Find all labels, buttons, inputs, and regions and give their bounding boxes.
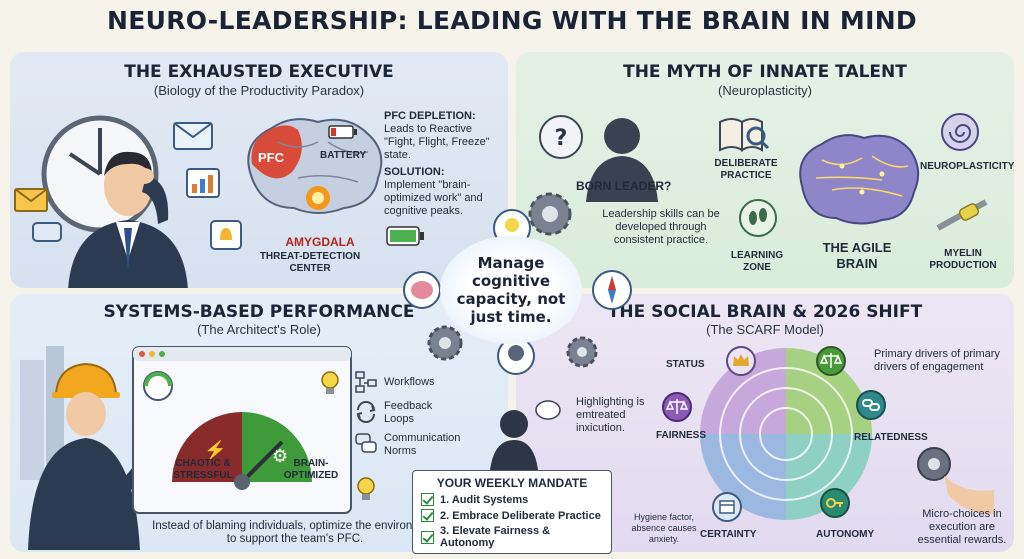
page-title: NEURO-LEADERSHIP: LEADING WITH THE BRAIN…	[107, 6, 917, 35]
panel4-subtitle: (The SCARF Model)	[706, 322, 824, 337]
depletion-heading: PFC DEPLETION:	[384, 110, 476, 122]
solution-heading: SOLUTION:	[384, 166, 445, 178]
pfc-label: PFC	[258, 150, 284, 165]
mandate-item: 3. Elevate Fairness & Autonomy	[421, 525, 603, 549]
panel-innate-talent: THE MYTH OF INNATE TALENT (Neuroplastici…	[516, 52, 1014, 288]
born-leader-label: BORN LEADER?	[576, 179, 672, 193]
gear-icon	[528, 192, 572, 236]
question-bubble-icon: ?	[539, 115, 583, 159]
neuroplasticity-icon	[941, 113, 979, 151]
communication-label: Communication Norms	[384, 432, 461, 457]
relatedness-label: RELATEDNESS	[854, 432, 928, 443]
panel3-title: SYSTEMS-BASED PERFORMANCE	[103, 302, 415, 322]
panel-social-brain: THE SOCIAL BRAIN & 2026 SHIFT (The SCARF…	[516, 294, 1014, 552]
lightbulb-icon	[321, 371, 339, 394]
checkbox-icon	[421, 493, 434, 506]
panel-exhausted-executive: THE EXHAUSTED EXECUTIVE (Biology of the …	[10, 52, 508, 288]
pink-brain-icon	[403, 271, 441, 309]
checkbox-icon	[421, 530, 434, 544]
leader-text: Leadership skills can be developed throu…	[602, 208, 720, 246]
full-battery-icon	[386, 226, 424, 246]
autonomy-label: AUTONOMY	[816, 529, 875, 540]
dashboard-window: ⚡ ⚙	[132, 346, 352, 514]
amygdala-description: THREAT-DETECTION CENTER	[259, 251, 361, 274]
feedback-label: Feedback Loops	[384, 400, 433, 425]
deliberate-practice-label: DELIBERATE PRACTICE	[714, 158, 778, 181]
gear-hand-icon	[917, 447, 994, 514]
scales-icon	[816, 346, 846, 376]
systems-bottom-text: Instead of blaming individuals, optimize…	[152, 520, 438, 545]
fairness-scales-icon	[662, 392, 692, 422]
bell-icon	[210, 220, 242, 250]
svg-text:?: ?	[555, 126, 568, 151]
workflow-icon	[355, 371, 377, 393]
panel4-title: THE SOCIAL BRAIN & 2026 SHIFT	[607, 302, 923, 322]
book-magnifier-icon	[719, 118, 770, 152]
optimized-label: BRAIN-OPTIMIZED	[283, 458, 339, 481]
silhouette-icon	[586, 118, 658, 202]
mandate-title: YOUR WEEKLY MANDATE	[436, 476, 588, 490]
agile-brain-label: THE AGILE BRAIN	[822, 240, 892, 271]
person-silhouette	[490, 400, 561, 470]
gear-icon-2	[427, 325, 463, 361]
panel2-subtitle: (Neuroplasticity)	[718, 83, 812, 98]
compass-icon	[592, 270, 632, 310]
hygiene-text: Hygiene factor, absence causes anxiety.	[631, 512, 697, 544]
center-hub-text: Manage cognitive capacity, not just time…	[456, 254, 566, 326]
architect-figure	[20, 346, 153, 550]
executive-figure	[68, 151, 188, 288]
mandate-item: 1. Audit Systems	[421, 493, 603, 506]
highlight-text: Highlighting is emtreated inxicution.	[576, 396, 645, 434]
learning-zone-label: LEARNING ZONE	[730, 250, 784, 273]
panel2-title: THE MYTH OF INNATE TALENT	[623, 62, 907, 82]
lightbulb-icon-2	[357, 477, 375, 500]
agile-brain-icon	[799, 134, 920, 225]
micro-text: Micro-choices in execution are essential…	[917, 508, 1007, 546]
status-label: STATUS	[666, 359, 705, 370]
envelope-icon	[14, 188, 48, 212]
neuroplasticity-label: NEUROPLASTICITY	[920, 161, 1014, 172]
center-hub: Manage cognitive capacity, not just time…	[440, 236, 582, 344]
myelin-icon	[936, 199, 988, 231]
chat-bubble-icon	[32, 222, 62, 242]
calendar-icon	[712, 492, 742, 522]
footprints-icon	[739, 199, 777, 237]
chaotic-label: CHAOTIC & STRESSFUL	[173, 458, 233, 481]
svg-text:⚡: ⚡	[204, 439, 226, 461]
crown-icon	[726, 346, 756, 376]
panel3-subtitle: (The Architect's Role)	[197, 322, 321, 337]
solution-text: Implement "brain-optimized work" and cog…	[384, 179, 483, 217]
scarf-wheel	[700, 348, 872, 520]
gear-icon-3	[566, 336, 598, 368]
fairness-label: FAIRNESS	[656, 430, 707, 441]
battery-label: BATTERY	[320, 150, 367, 161]
key-icon	[820, 488, 850, 518]
panel1-title: THE EXHAUSTED EXECUTIVE	[124, 62, 394, 82]
link-icon	[856, 390, 886, 420]
svg-text:⚙: ⚙	[272, 446, 288, 466]
brain-icon	[247, 118, 383, 214]
checkbox-icon	[421, 509, 434, 522]
email-icon	[173, 122, 213, 150]
certainty-label: CERTAINTY	[700, 529, 757, 540]
depletion-text: Leads to Reactive "Fight, Flight, Freeze…	[384, 123, 490, 161]
mandate-item: 2. Embrace Deliberate Practice	[421, 509, 603, 522]
drivers-text: Primary drivers of primary drivers of en…	[874, 348, 1000, 373]
amygdala-label: AMYGDALA	[285, 235, 355, 249]
communication-icon	[355, 433, 377, 453]
myelin-label: MYELIN PRODUCTION	[929, 248, 997, 271]
low-battery-icon	[328, 125, 357, 139]
weekly-mandate-box: YOUR WEEKLY MANDATE 1. Audit Systems 2. …	[412, 470, 612, 554]
feedback-loop-icon	[356, 401, 376, 423]
panel1-subtitle: (Biology of the Productivity Paradox)	[153, 83, 365, 98]
workflows-label: Workflows	[384, 376, 435, 388]
chart-window-icon	[186, 168, 220, 198]
